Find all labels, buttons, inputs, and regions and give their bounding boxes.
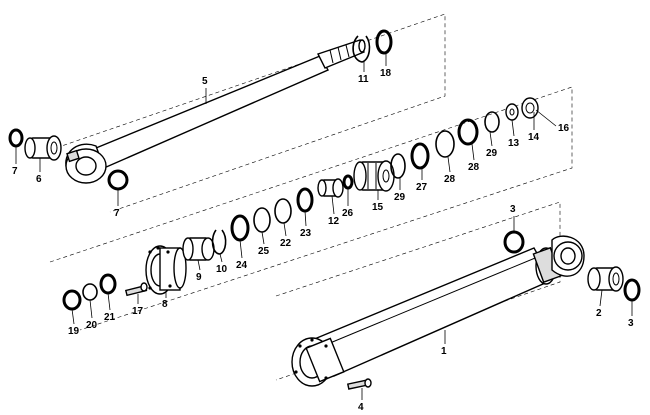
rod-eye-seal-left <box>8 128 24 148</box>
rod-eye <box>65 143 107 184</box>
label-part-13: 13 <box>508 138 520 149</box>
seal-28b <box>457 118 479 146</box>
spacer-12 <box>317 178 344 198</box>
label-part-1: 1 <box>441 346 447 357</box>
label-part-29-lower: 29 <box>394 192 406 203</box>
wear-ring-9 <box>182 237 215 261</box>
barrel-flange <box>291 337 345 387</box>
head-seal-20 <box>82 283 98 301</box>
label-part-7-left: 7 <box>12 166 18 177</box>
label-part-2: 2 <box>596 308 602 319</box>
piston-rod <box>95 39 366 169</box>
rod-eye-bushing <box>24 135 62 161</box>
snap-ring <box>352 35 371 63</box>
barrel-eye-bushing <box>587 266 624 292</box>
label-part-18: 18 <box>380 68 392 79</box>
label-part-27: 27 <box>416 182 428 193</box>
label-part-19: 19 <box>68 326 80 337</box>
snap-ring-10 <box>211 229 227 255</box>
label-part-29-upper: 29 <box>486 148 498 159</box>
label-part-21: 21 <box>104 312 116 323</box>
label-part-16: 16 <box>558 123 570 134</box>
label-part-3-bottom: 3 <box>628 318 634 329</box>
label-part-26: 26 <box>342 208 354 219</box>
label-part-24: 24 <box>236 260 248 271</box>
backup-ring-24 <box>230 214 250 242</box>
barrel-eye-seal-bottom <box>623 278 641 302</box>
label-part-14: 14 <box>528 132 540 143</box>
rod-eye-seal-right <box>107 169 129 191</box>
label-part-8: 8 <box>162 299 168 310</box>
barrel-eye <box>551 235 585 277</box>
barrel-eye-seal-top <box>503 230 525 254</box>
label-part-15: 15 <box>372 202 384 213</box>
nut-14 <box>521 97 539 119</box>
cylinder-head <box>145 245 187 295</box>
seal-22 <box>274 198 292 224</box>
cylinder-barrel <box>310 246 562 377</box>
piston-assembly-frame <box>49 86 573 331</box>
label-part-4: 4 <box>358 402 364 413</box>
leader-lines <box>15 54 633 400</box>
label-part-28-upper: 28 <box>468 162 480 173</box>
label-part-10: 10 <box>216 264 228 275</box>
rod-end-ring <box>375 29 393 55</box>
label-part-5: 5 <box>202 76 208 87</box>
label-part-7-right: 7 <box>114 208 120 219</box>
label-part-3-top: 3 <box>510 204 516 215</box>
label-part-20: 20 <box>86 320 98 331</box>
label-part-6: 6 <box>36 174 42 185</box>
seal-29b <box>484 111 500 133</box>
flange-bolt <box>346 378 372 390</box>
rod-assembly-frame <box>49 13 446 213</box>
label-part-11: 11 <box>358 74 369 85</box>
part-number-labels: 5 11 18 6 7 7 16 14 13 29 28 28 27 29 15… <box>12 68 634 413</box>
seal-23 <box>296 187 314 213</box>
seal-29a <box>390 153 406 179</box>
washer-13 <box>505 103 519 121</box>
ring-26 <box>342 174 354 190</box>
head-seal-19 <box>62 289 82 311</box>
label-part-12: 12 <box>328 216 340 227</box>
head-seal-21 <box>99 273 117 295</box>
seal-25 <box>253 207 271 233</box>
piston-15 <box>353 160 395 192</box>
label-part-9: 9 <box>196 272 202 283</box>
label-part-28-lower: 28 <box>444 174 456 185</box>
label-part-17: 17 <box>132 306 144 317</box>
seal-28a <box>435 130 455 158</box>
seal-27 <box>410 142 430 170</box>
label-part-23: 23 <box>300 228 312 239</box>
label-part-22: 22 <box>280 238 292 249</box>
head-bolt <box>124 282 148 297</box>
label-part-25: 25 <box>258 246 270 257</box>
